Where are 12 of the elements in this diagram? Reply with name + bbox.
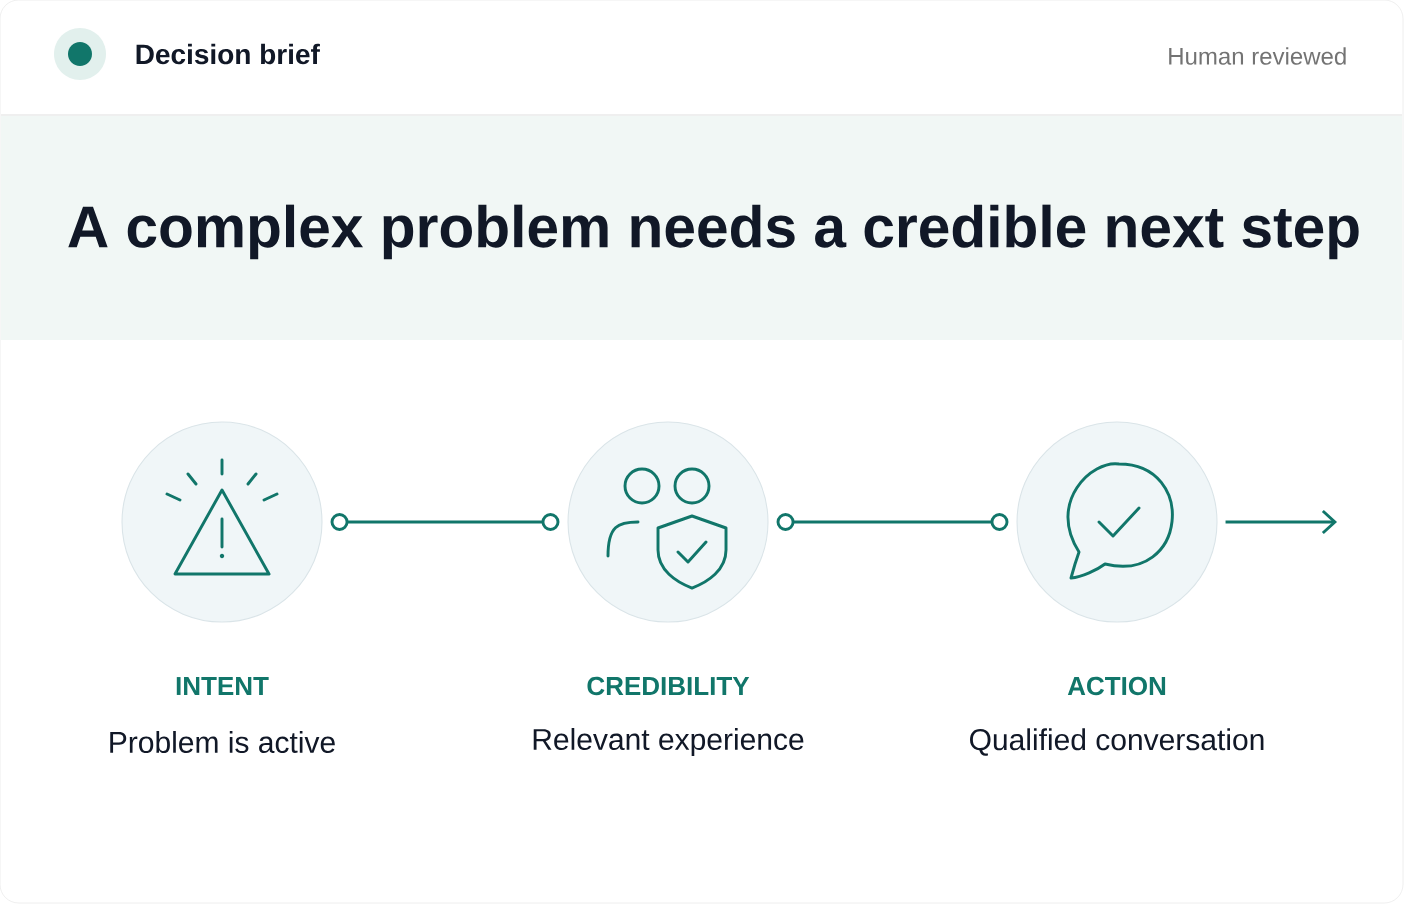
brief-label: Decision brief bbox=[136, 43, 320, 65]
connector-arrow bbox=[1225, 509, 1337, 535]
step-text: Relevant experience bbox=[533, 728, 804, 756]
step-heading: INTENT bbox=[176, 677, 269, 695]
step-text: Qualified conversation bbox=[970, 728, 1264, 756]
step-text: Problem is active bbox=[110, 731, 335, 754]
step-heading: CREDIBILITY bbox=[587, 676, 750, 696]
connector-arrow bbox=[330, 513, 560, 531]
status-label: Human reviewed bbox=[1169, 47, 1346, 65]
title: A complex problem needs a credible next step bbox=[68, 204, 1359, 260]
connector-arrow bbox=[776, 513, 1009, 531]
step-heading: ACTION bbox=[1067, 676, 1166, 696]
